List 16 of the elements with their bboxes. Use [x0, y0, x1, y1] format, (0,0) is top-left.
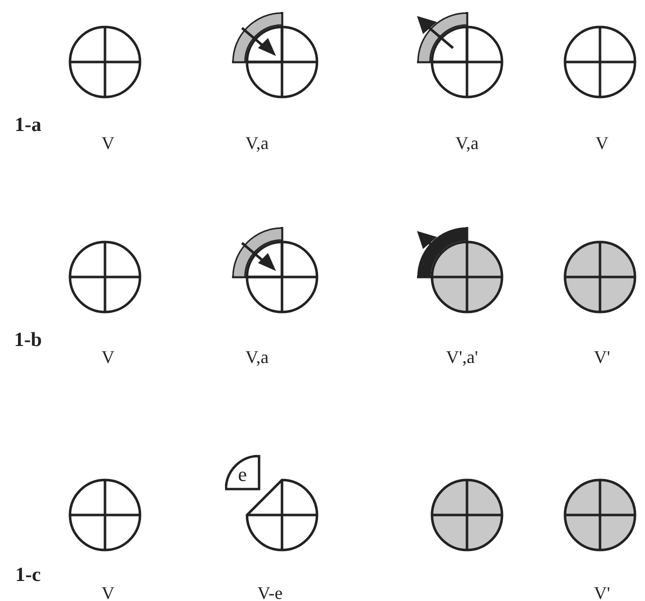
- state-label: V': [594, 584, 610, 601]
- state-label: V-e: [257, 584, 283, 601]
- row-label: 1-c: [15, 565, 41, 585]
- state-label: V': [594, 348, 610, 366]
- state-label: V,a: [245, 348, 269, 366]
- quadrant-piece: [225, 455, 261, 491]
- state-label: V: [596, 134, 608, 152]
- quadrant-label: e: [238, 465, 247, 485]
- state-label: V,a: [245, 134, 269, 152]
- state-label: V: [102, 584, 114, 601]
- state-label: V: [102, 134, 114, 152]
- row-label: 1-a: [14, 115, 42, 135]
- state-label: V',a': [446, 348, 478, 366]
- state-label: V,a: [455, 134, 479, 152]
- state-label: V: [102, 348, 114, 366]
- row-label: 1-b: [14, 330, 42, 350]
